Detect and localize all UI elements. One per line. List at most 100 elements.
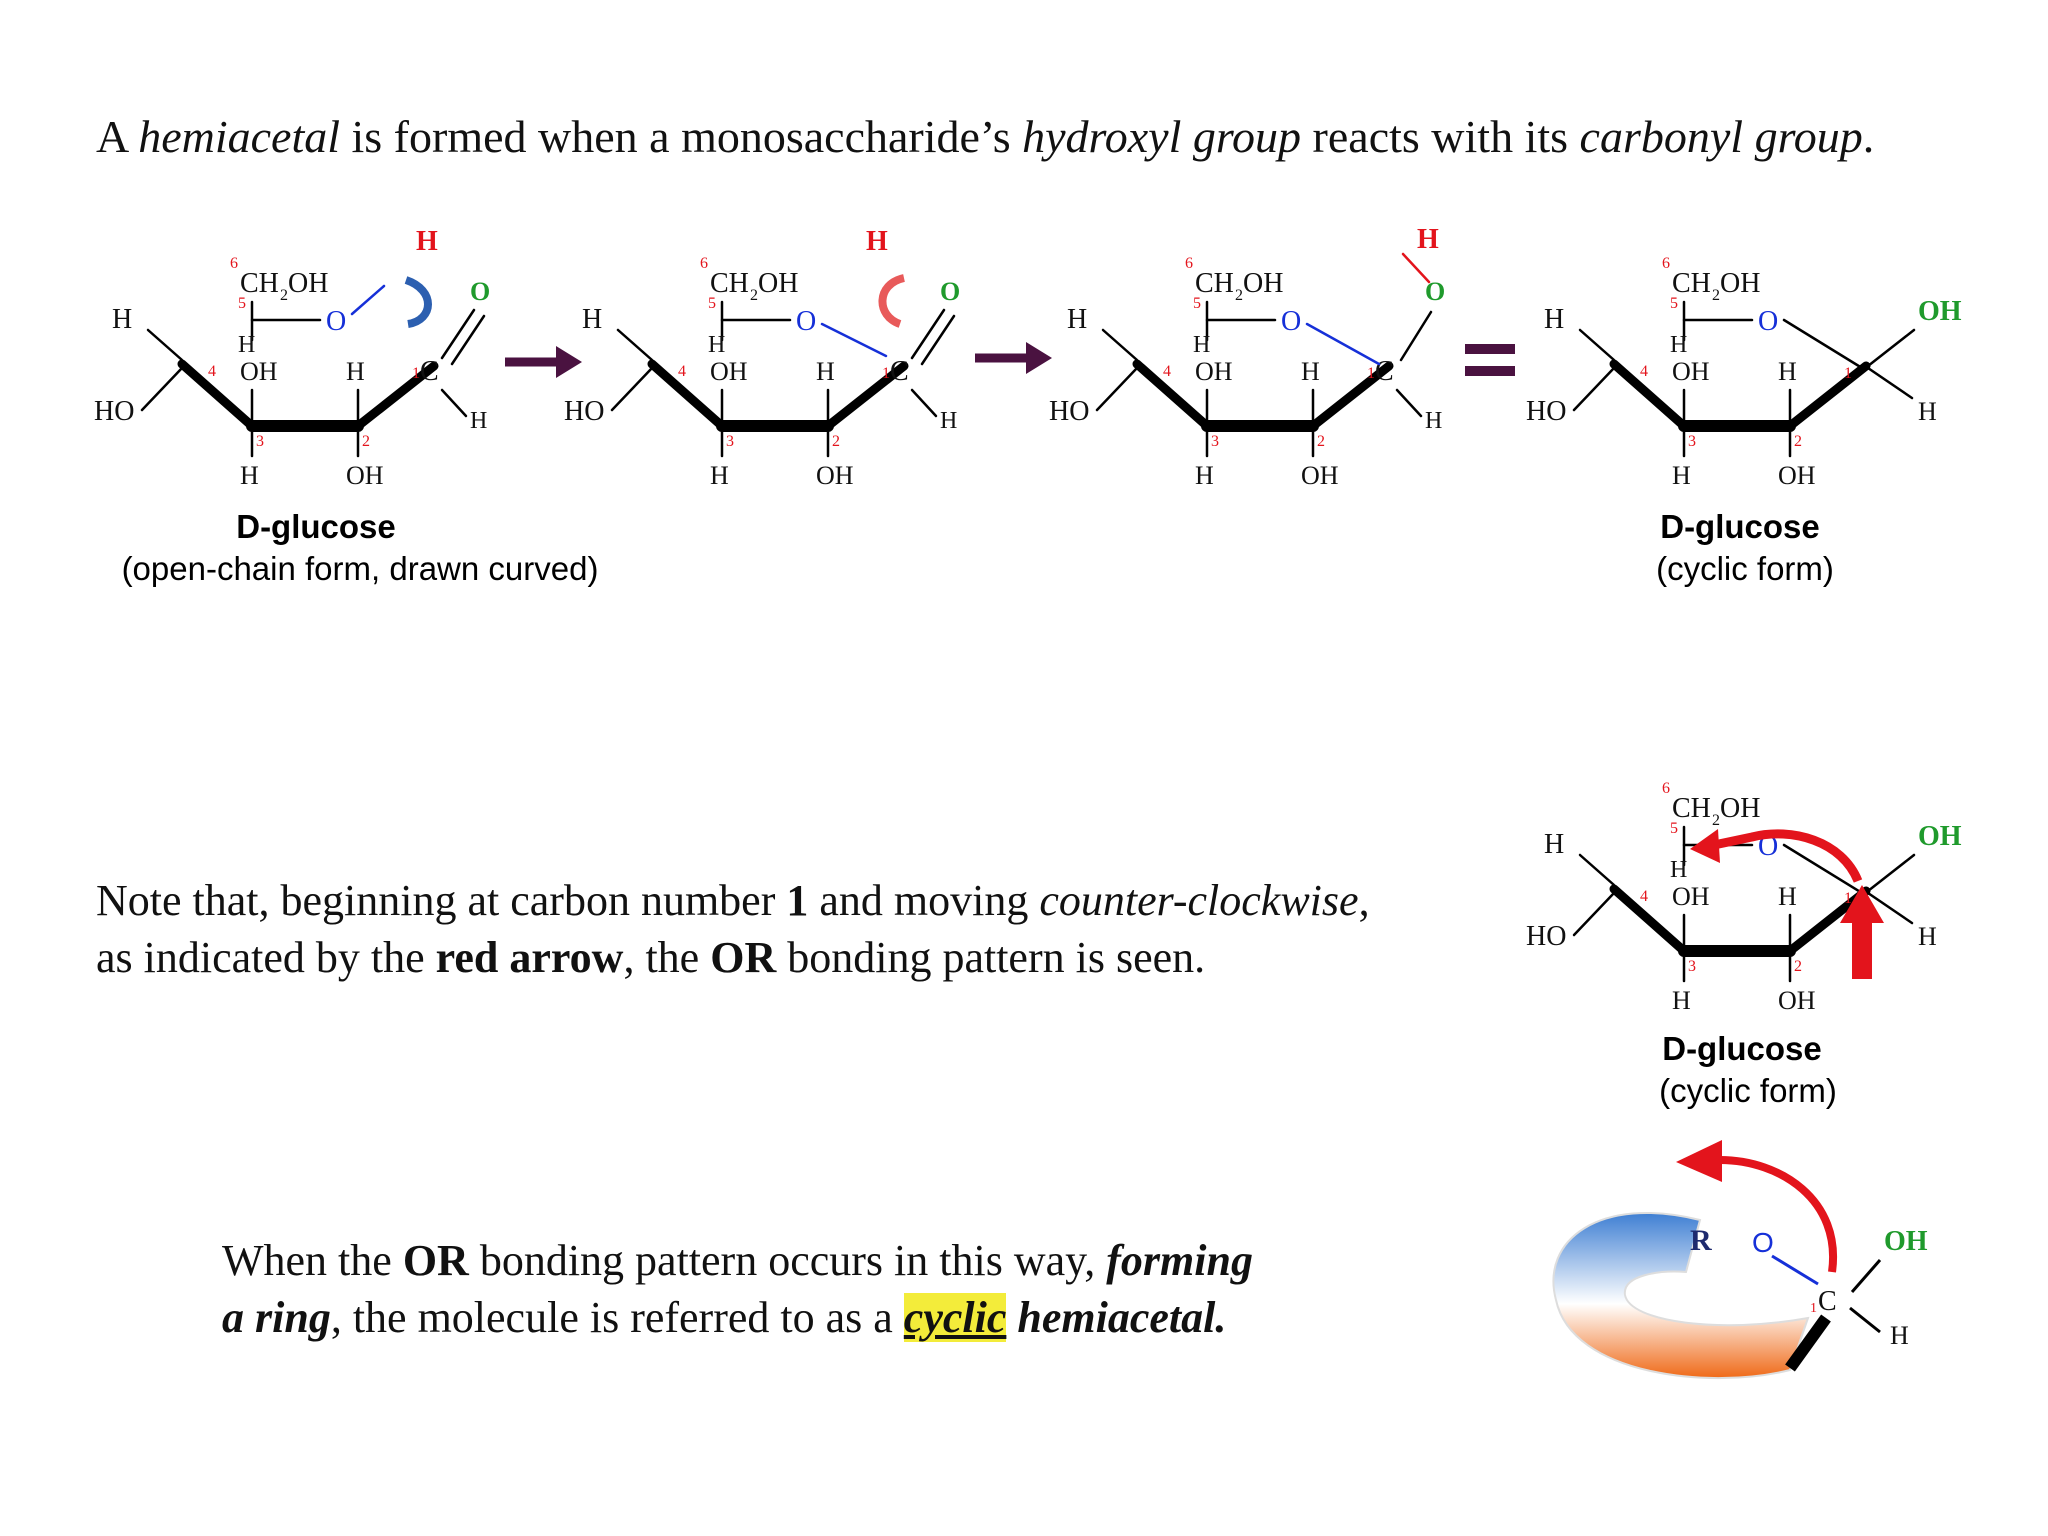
ring-front-right [823, 361, 909, 431]
reaction-arrow-2 [975, 342, 1052, 374]
carbon-number: 1 [786, 876, 809, 925]
carbon-number: 5 [1670, 295, 1678, 312]
carbon-label: C [1375, 356, 1394, 387]
ring-front-left [1609, 359, 1689, 431]
carbon-number: 2 [1317, 433, 1325, 450]
carbon-number: 2 [362, 433, 370, 450]
term-red-arrow: red arrow [435, 933, 624, 982]
ho-label: HO [1526, 396, 1566, 427]
h-label: H [1544, 829, 1564, 860]
reaction-arrow-1 [505, 346, 582, 378]
carbon-number: 6 [700, 255, 708, 272]
h-label: H [1890, 1321, 1909, 1350]
c1-h-bond [1866, 366, 1914, 400]
oh-label: OH [1778, 986, 1816, 1015]
h-label: H [1778, 357, 1797, 386]
c-o-double-bond-2 [450, 314, 486, 366]
term-counter-clockwise: counter-clockwise [1039, 876, 1359, 925]
oh-label: OH [1672, 357, 1710, 386]
carbon-number: 2 [1794, 433, 1802, 450]
oh-label: OH [1918, 821, 1962, 852]
oh-label: OH [1918, 296, 1962, 327]
h-label: H [470, 408, 487, 434]
c1-h-bond [1395, 388, 1423, 418]
ch2oh-label: CH [240, 268, 279, 299]
oh-label: OH [1672, 882, 1710, 911]
open-chain-name: D-glucose [236, 508, 396, 545]
carbon-number: 1 [412, 365, 420, 382]
ch2oh-label: OH [758, 268, 798, 299]
c4-ho-bond [610, 366, 654, 412]
ch2oh-label: OH [1720, 793, 1760, 824]
ring-front-right [353, 361, 439, 431]
h-label: H [940, 408, 957, 434]
oh-label: OH [1195, 357, 1233, 386]
h-label: H [710, 461, 729, 490]
term-hemiacetal: hemiacetal. [1017, 1293, 1227, 1342]
ring-oxygen-label: O [796, 306, 816, 337]
carbon-number: 4 [1640, 888, 1648, 905]
ch2oh-label: CH [1672, 793, 1711, 824]
ch2oh-label: OH [288, 268, 328, 299]
c4-h-bond [616, 328, 654, 362]
carbon-number: 1 [1844, 365, 1852, 382]
carbon-number: 5 [708, 295, 716, 312]
h-label: H [346, 357, 365, 386]
term-forming: forming [1106, 1236, 1253, 1285]
c4-ho-bond [1572, 891, 1616, 937]
carbon-number: 4 [1163, 363, 1171, 380]
r-group-label: R [1690, 1224, 1712, 1257]
curved-electron-arrow [404, 276, 432, 328]
c4-h-bond [1578, 853, 1616, 887]
cyclic-hemiacetal-paragraph: When the OR bonding pattern occurs in th… [222, 1232, 1253, 1346]
h-label: H [1301, 357, 1320, 386]
term-hydroxyl-group: hydroxyl group [1022, 111, 1302, 162]
oh-label: OH [1884, 1226, 1928, 1257]
carbon-number: 3 [256, 433, 264, 450]
h-label: H [112, 304, 132, 335]
carbon-number: 5 [1193, 295, 1201, 312]
when-text: bonding pattern occurs in this way, [468, 1236, 1107, 1285]
ho-label: HO [564, 396, 604, 427]
carbon-number: 6 [1662, 255, 1670, 272]
red-up-arrow-head [1840, 885, 1884, 923]
term-or: OR [710, 933, 777, 982]
oh-label: OH [816, 461, 854, 490]
cyclic2-name: D-glucose [1662, 1030, 1822, 1067]
carbon-number: 3 [1688, 958, 1696, 975]
c1-h-bond [1866, 891, 1914, 925]
carbon-number: 3 [1211, 433, 1219, 450]
h-label: H [1918, 922, 1937, 951]
c4-h-bond [146, 328, 184, 362]
red-arrow-head [1690, 829, 1720, 863]
term-a-ring: a ring [222, 1293, 331, 1342]
ch2oh-label: CH [710, 268, 749, 299]
cyclic2-description: (cyclic form) [1659, 1072, 1837, 1109]
carbon-number: 1 [882, 365, 890, 382]
h-label: H [1544, 304, 1564, 335]
oh-label: OH [1778, 461, 1816, 490]
h-label: H [1193, 332, 1210, 358]
c1-h-bond [910, 388, 938, 418]
ch2oh-subscript: 2 [1712, 287, 1720, 304]
oh-label: OH [346, 461, 384, 490]
carbon-number: 3 [1688, 433, 1696, 450]
carbon-number: 6 [230, 255, 238, 272]
ho-label: HO [94, 396, 134, 427]
ch2oh-label: OH [1720, 268, 1760, 299]
c1-oh-bond [1866, 853, 1916, 893]
note-text: and moving [808, 876, 1040, 925]
carbonyl-oxygen-label: O [470, 277, 490, 306]
cyclic-name: D-glucose [1660, 508, 1820, 545]
ch2oh-subscript: 2 [1235, 287, 1243, 304]
note-text: Note that, beginning at carbon number [96, 876, 787, 925]
ring-oxygen-label: O [1758, 306, 1778, 337]
carbon-number: 5 [238, 295, 246, 312]
term-cyclic-highlighted: cyclic [903, 1293, 1007, 1342]
ho-label: HO [1526, 921, 1566, 952]
c1-oh-bond [1866, 328, 1916, 368]
